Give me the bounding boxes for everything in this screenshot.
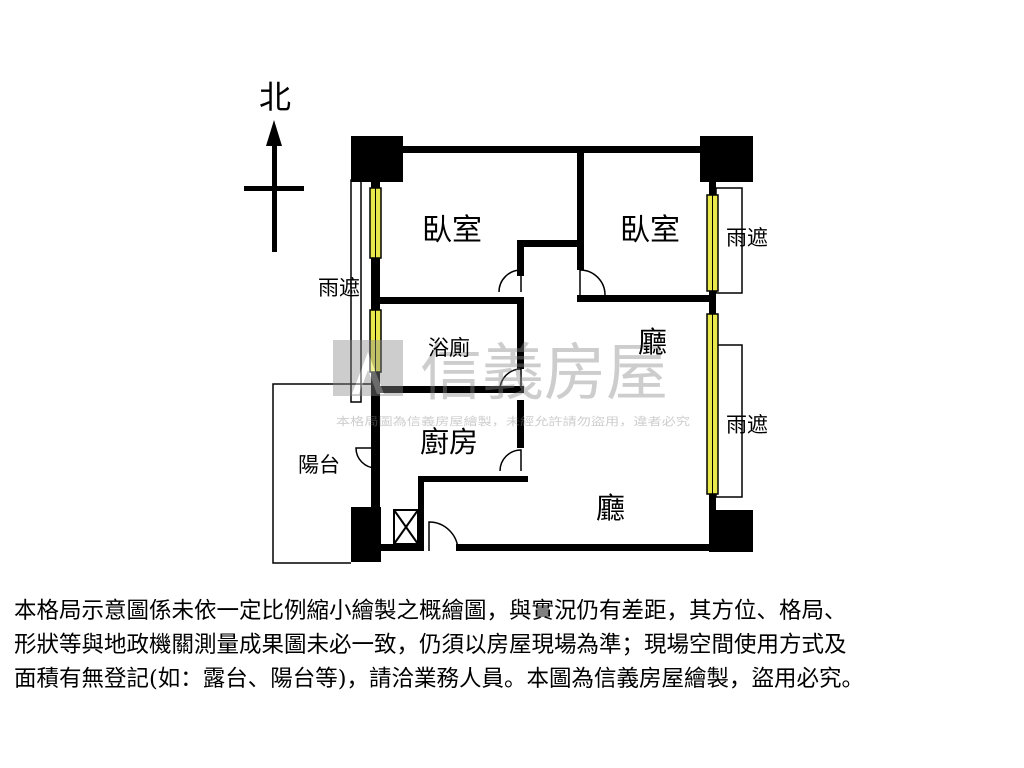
wall-bath-bottom [376,386,524,393]
room-living-upper: 廳 [638,325,667,359]
watermark-brand: 信義房屋 [420,336,668,409]
room-canopy-left: 雨遮 [318,276,360,300]
compass-horizontal-line [244,186,304,191]
wall-kitchen-bottom [418,476,528,482]
wall-kitchen-step [418,476,424,551]
room-bedroom-left: 臥室 [422,213,482,248]
disclaimer-line-2: 形狀等與地政機關測量成果圖未必一致，仍須以房屋現場為準；現場空間使用方式及 [14,632,847,658]
wall-hall-left-upper [517,240,524,276]
room-canopy-right-upper: 雨遮 [726,226,768,250]
room-labels: 臥室 臥室 浴廁 廚房 廳 廳 陽台 雨遮 雨遮 雨遮 [298,213,768,525]
room-bedroom-right: 臥室 [620,213,680,248]
room-canopy-right-lower: 雨遮 [726,413,768,437]
watermark: 信義房屋 本格局圖為信義房屋繪製，未經允許請勿盜用，違者必究 [333,336,690,428]
room-balcony: 陽台 [298,453,340,477]
column-top-left [351,136,403,182]
wall-hall-top [517,240,584,247]
floor-plan: 北 [244,78,768,564]
door-bathroom [499,368,522,391]
door-bedroom-left [498,269,522,293]
door-kitchen [499,449,522,472]
duct-shaft [393,509,419,545]
room-living-lower: 廳 [596,491,625,525]
windows [369,187,719,495]
door-balcony [355,447,377,469]
wall-bedroom-left-bottom [376,297,524,304]
wall-bottom [456,544,712,551]
wall-bedroom-right-bottom [577,295,713,302]
compass-arrow-head [266,120,282,146]
walls [351,136,753,562]
room-bathroom: 浴廁 [428,336,470,360]
wall-kitchen-right [517,400,524,448]
door-entrance [428,521,459,552]
compass-north-label: 北 [259,78,291,116]
watermark-notice: 本格局圖為信義房屋繪製，未經允許請勿盜用，違者必究 [336,414,690,428]
wall-hall-right-upper [577,240,584,270]
wall-bottom-left [376,544,424,551]
balcony-outline [272,383,376,564]
door-bedroom-right [579,269,606,296]
column-bottom-left [351,507,381,562]
compass-vertical-line [272,140,277,252]
disclaimer: 本格局示意圖係未依一定比例縮小繪製之概繪圖，與實況仍有差距，其方位、格局、 形狀… [14,594,1014,696]
wall-top [400,146,702,153]
disclaimer-line-3: 面積有無登記(如：露台、陽台等)，請洽業務人員。本圖為信義房屋繪製，盜用必究。 [14,666,865,692]
compass: 北 [244,78,304,252]
wall-bedroom-divider [577,150,584,245]
column-bottom-right [709,510,753,552]
room-kitchen: 廚房 [420,425,478,459]
brand-logo-icon [333,340,403,396]
column-top-right [700,136,753,182]
disclaimer-line-1: 本格局示意圖係未依一定比例縮小繪製之概繪圖，與實況仍有差距，其方位、格局、 [14,598,847,624]
wall-bath-right [517,297,524,369]
doors [355,269,606,552]
